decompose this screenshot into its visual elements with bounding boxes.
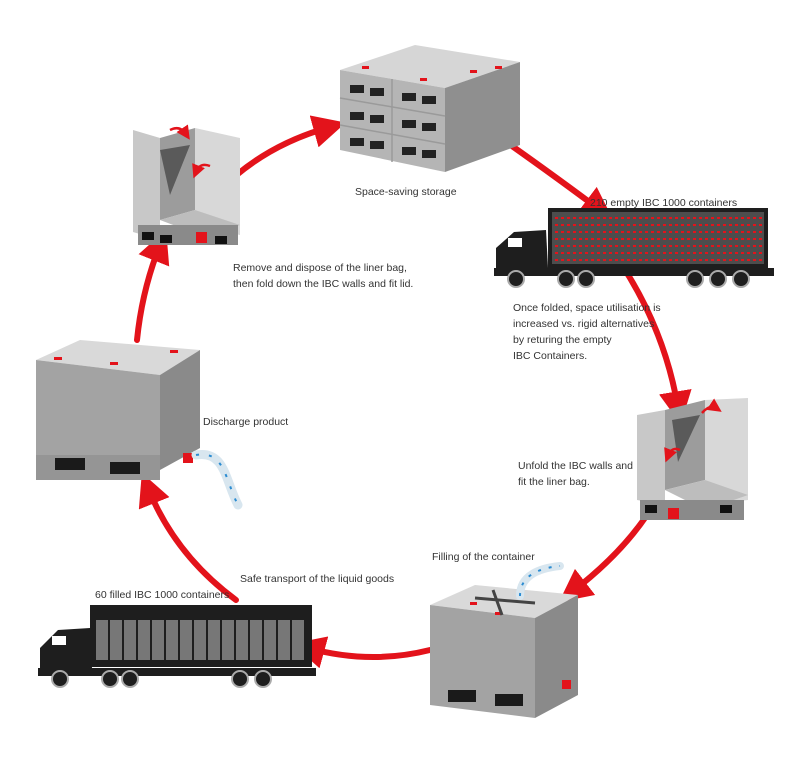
return-line-3: by returing the empty [513, 334, 612, 346]
open-ibc-icon [133, 124, 240, 245]
remove-line-2: then fold down the IBC walls and fit lid… [233, 278, 414, 290]
remove-line-1: Remove and dispose of the liner bag, [233, 262, 407, 274]
label-filling: Filling of the container [432, 551, 535, 563]
label-full-truck: 60 filled IBC 1000 containers [95, 589, 230, 601]
return-line-2: increased vs. rigid alternatives [513, 318, 655, 330]
unfold-line-2: fit the liner bag. [518, 476, 590, 488]
arrow-truck-to-discharge [138, 472, 239, 603]
open-ibc-icon-right [637, 398, 748, 520]
label-storage: Space-saving storage [355, 186, 457, 198]
return-line-4: IBC Containers. [513, 350, 588, 362]
stacked-ibc-icon [339, 45, 520, 172]
truck-full-icon [38, 605, 316, 688]
arrow-storage-to-truck [509, 143, 614, 220]
truck-empty-icon [494, 208, 774, 288]
arrow-filling-to-truck [292, 636, 433, 669]
label-transport: Safe transport of the liquid goods [240, 573, 395, 585]
return-line-1: Once folded, space utilisation is [513, 302, 661, 314]
label-remove: Remove and dispose of the liner bag, the… [233, 260, 413, 292]
discharge-ibc-icon [36, 340, 243, 510]
arrow-unfold-to-filling [558, 512, 650, 603]
arrow-discharge-to-remove [134, 229, 170, 343]
label-empty-truck: 210 empty IBC 1000 containers [590, 197, 738, 209]
label-discharge: Discharge product [203, 416, 289, 428]
unfold-line-1: Unfold the IBC walls and [518, 460, 633, 472]
arrow-truck-to-unfold [617, 259, 692, 425]
label-return: Once folded, space utilisation is increa… [513, 300, 661, 364]
filling-ibc-icon [430, 562, 578, 718]
label-unfold: Unfold the IBC walls and fit the liner b… [518, 458, 633, 490]
